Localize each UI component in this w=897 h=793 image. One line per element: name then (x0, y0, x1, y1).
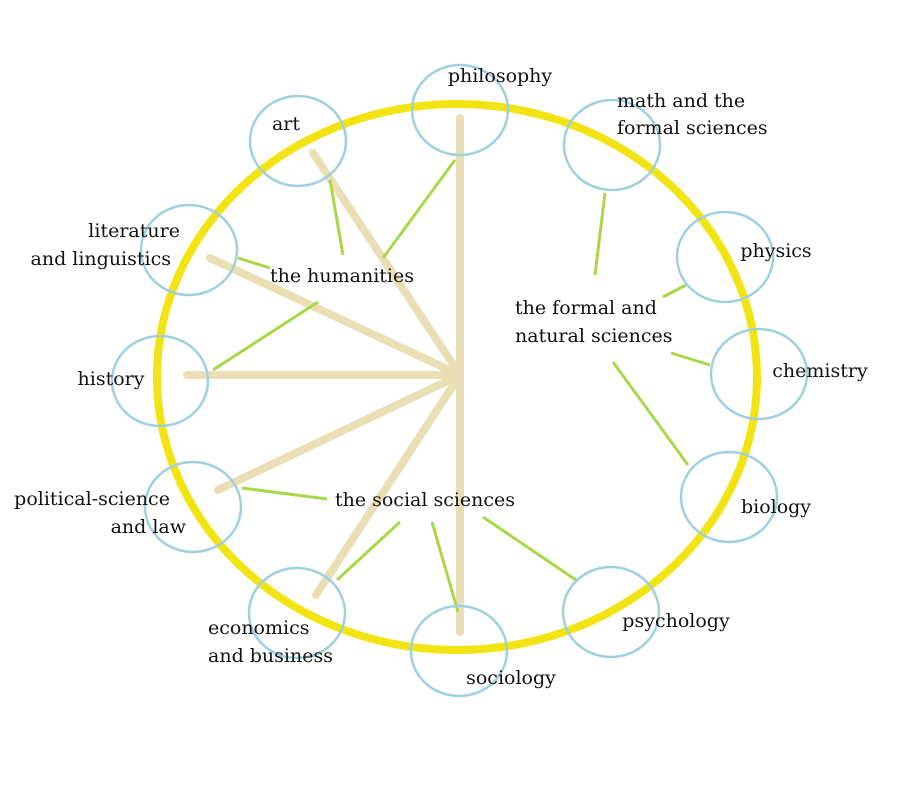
connectors (212, 159, 711, 613)
connector-humanities-philosophy (381, 159, 457, 259)
node-circle-art (248, 94, 348, 188)
node-label-biology: biology (741, 496, 811, 518)
node-circle-philosophy (410, 63, 510, 157)
node-circle-political (143, 460, 243, 554)
node-label-sociology: sociology (466, 667, 556, 689)
node-label-chemistry: chemistry (772, 360, 868, 382)
node-label-philosophy: philosophy (448, 65, 553, 87)
node-circles (110, 63, 809, 698)
connector-social-economics (335, 520, 402, 582)
group-label-humanities: the humanities (270, 265, 414, 287)
connector-formal-math (593, 192, 607, 276)
spoke-art (309, 149, 464, 379)
node-label-art: art (272, 113, 300, 135)
node-circle-literature (139, 203, 239, 297)
spokes (183, 114, 464, 636)
connector-formal-chemistry (670, 351, 711, 367)
node-label-literature: literature and linguistics (31, 220, 187, 270)
node-label-physics: physics (740, 240, 811, 262)
node-label-psychology: psychology (622, 610, 730, 632)
node-circle-physics (675, 210, 775, 304)
connector-social-psychology (482, 515, 577, 582)
connector-humanities-history (212, 300, 319, 372)
group-labels: the humanities the formal and natural sc… (270, 265, 673, 511)
node-label-math: math and the formal sciences (617, 90, 768, 139)
connector-social-political (241, 486, 328, 501)
node-label-political: political-science and law (14, 488, 187, 538)
node-circle-psychology (561, 565, 661, 659)
connector-formal-biology (611, 361, 690, 466)
connector-formal-physics (662, 283, 687, 299)
node-circle-history (110, 334, 210, 428)
group-label-social: the social sciences (335, 489, 515, 511)
outer-ring (153, 100, 761, 654)
node-circle-economics (247, 566, 347, 660)
node-circle-math (562, 98, 662, 192)
node-label-economics: economics and business (208, 617, 333, 667)
node-labels: philosophy math and the formal sciences … (14, 65, 868, 689)
node-circle-biology (679, 450, 779, 544)
node-label-history: history (78, 368, 145, 390)
spoke-literature (206, 254, 464, 379)
node-circle-sociology (409, 604, 509, 698)
group-label-formal-natural: the formal and natural sciences (515, 297, 673, 347)
connector-social-sociology (430, 521, 460, 613)
node-circle-chemistry (709, 327, 809, 421)
spoke-political (214, 371, 464, 494)
connector-humanities-literature (237, 256, 271, 270)
connector-humanities-art (328, 179, 345, 256)
spoke-economics (312, 371, 464, 599)
